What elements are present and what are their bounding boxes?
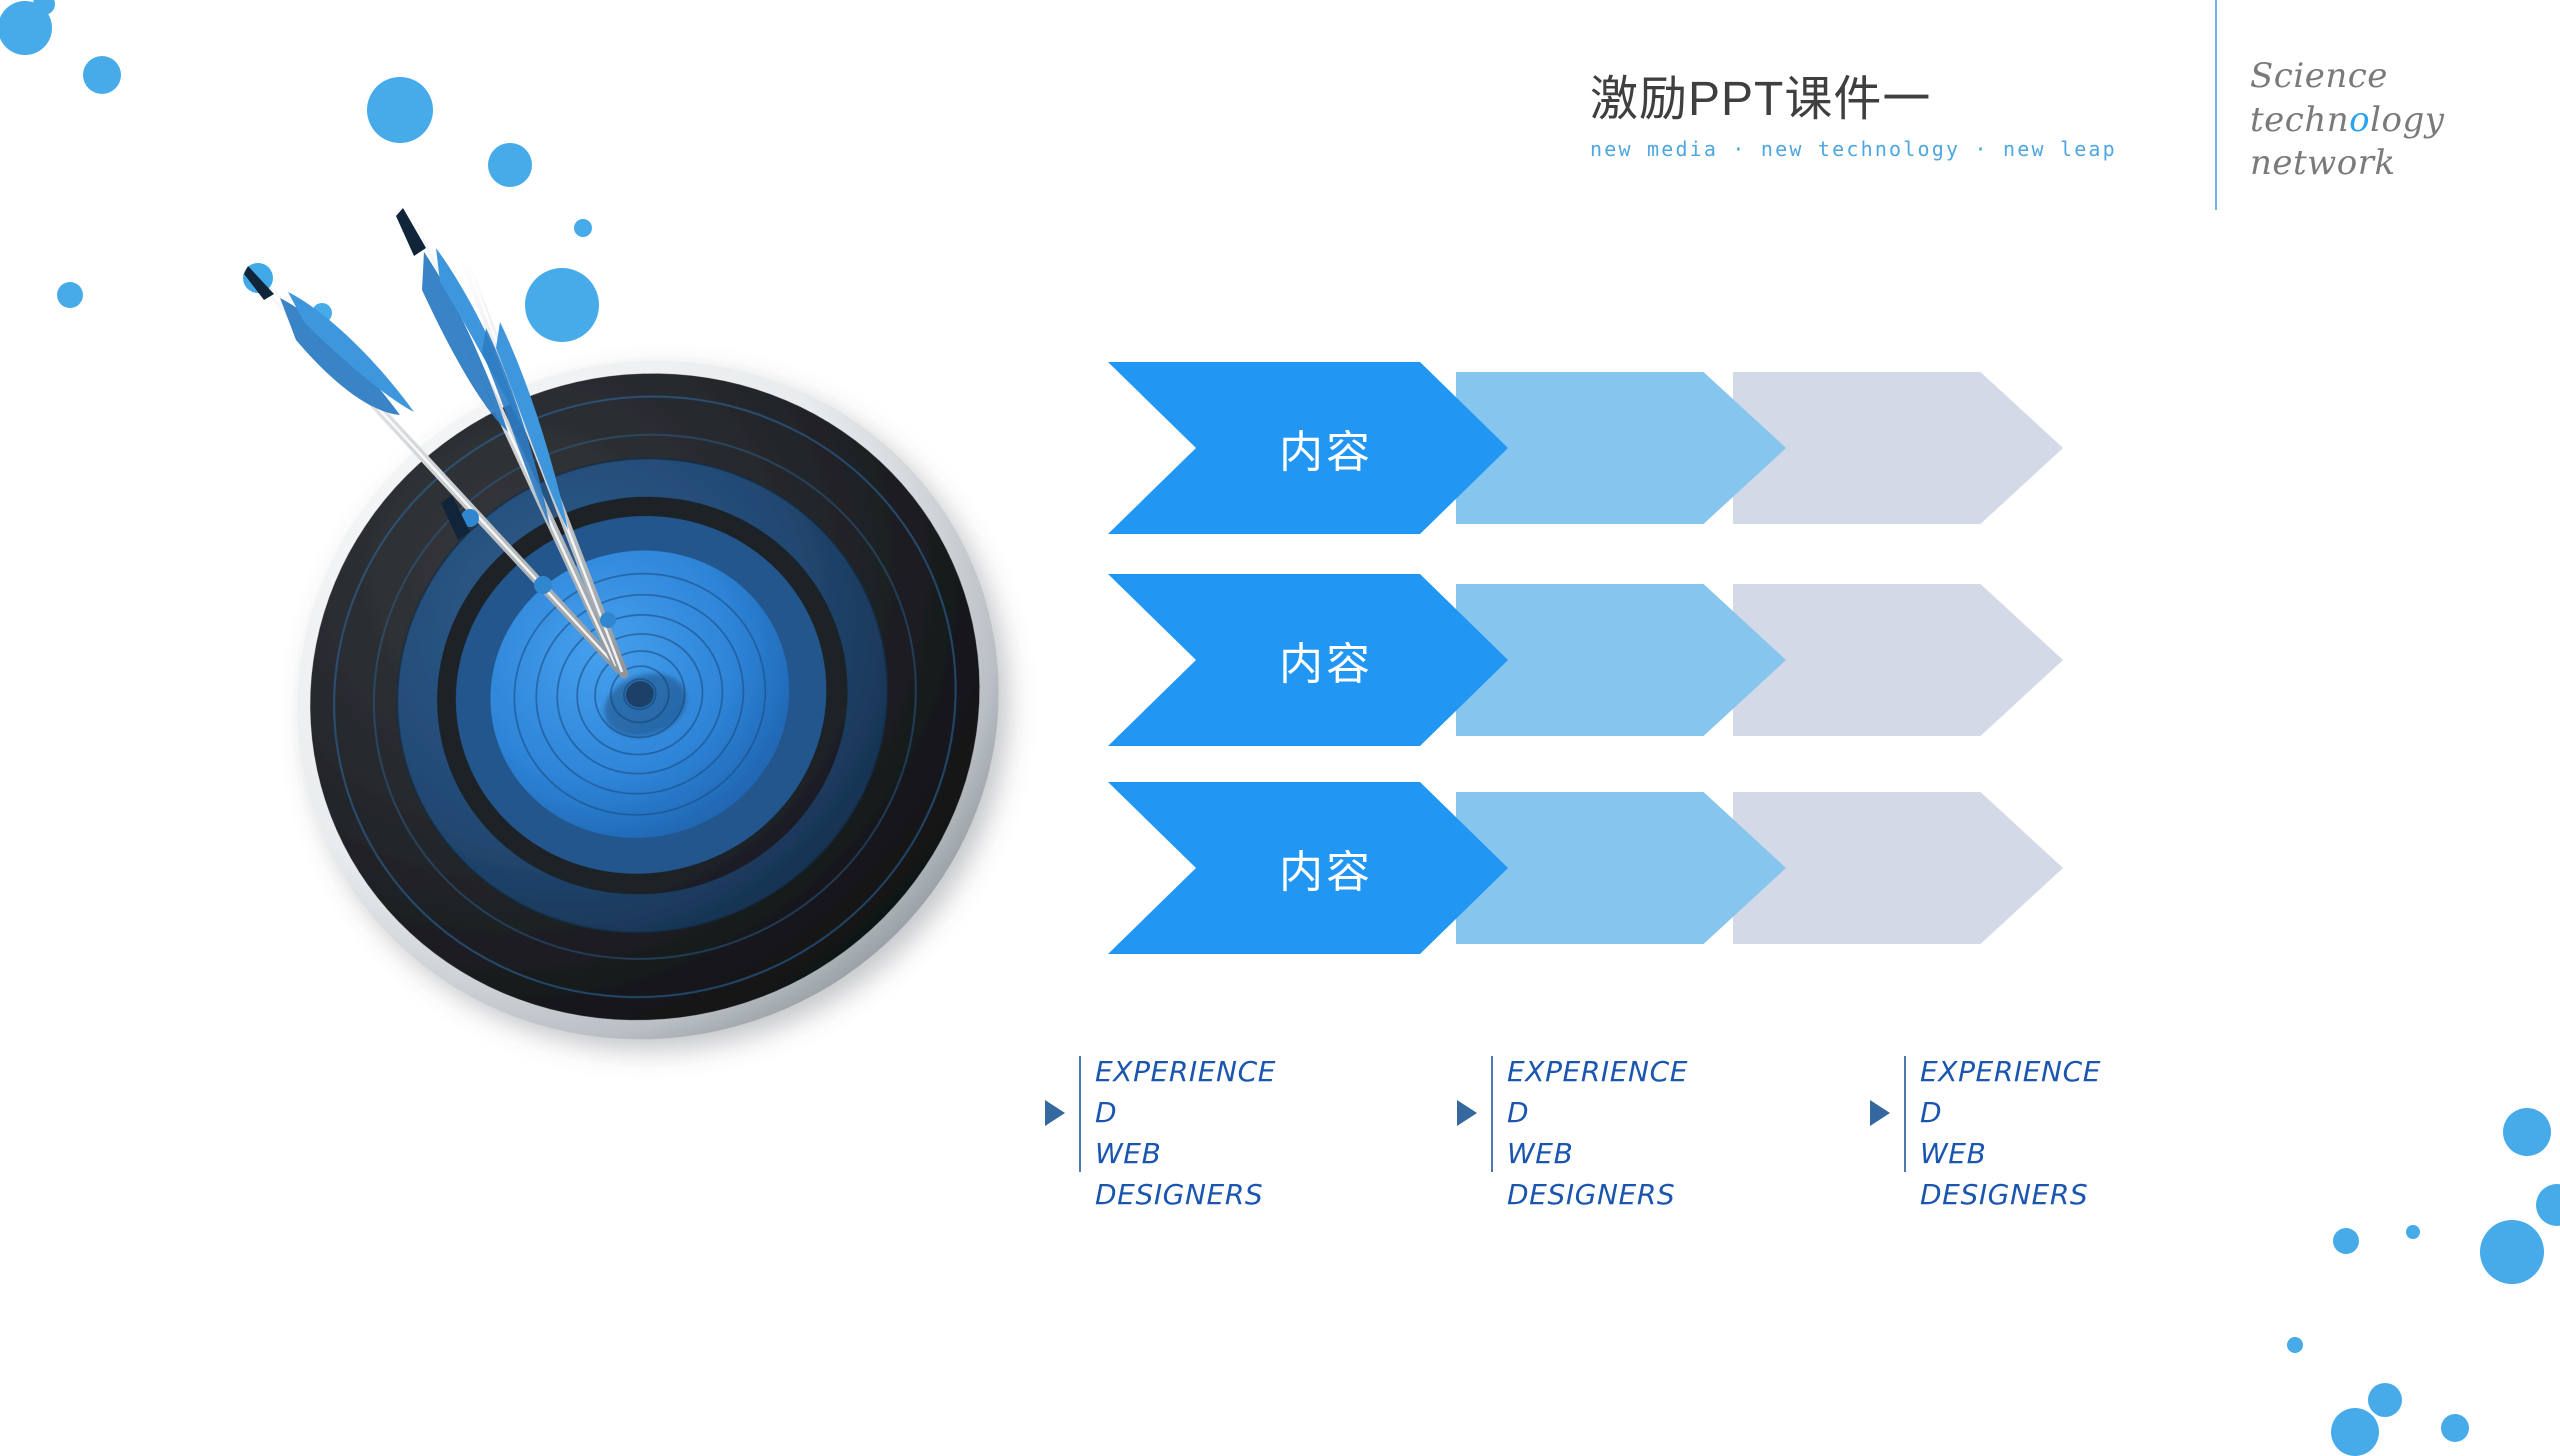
process-row: 内容 bbox=[1108, 574, 2308, 746]
brand-logo-accent-letter: o bbox=[2349, 99, 2371, 140]
header-title-group: 激励PPT课件一 new media · new technology · ne… bbox=[1590, 72, 2170, 161]
caption-text: EXPERIENCE D WEB DESIGNERS bbox=[1920, 1055, 2102, 1211]
decorative-bubble bbox=[2536, 1184, 2560, 1226]
brand-logo-line-2-post: logy bbox=[2370, 99, 2445, 140]
caption-column: EXPERIENCE D WEB DESIGNERS bbox=[1457, 1052, 1757, 1216]
decorative-bubble bbox=[488, 143, 532, 187]
decorative-bubble bbox=[2480, 1220, 2544, 1284]
archery-target-illustration bbox=[200, 200, 1100, 1120]
triangle-bullet-icon bbox=[1870, 1100, 1890, 1126]
chevron-stage-3[interactable] bbox=[1733, 372, 2063, 524]
decorative-bubble bbox=[2287, 1337, 2303, 1353]
arrow-left bbox=[243, 263, 625, 675]
chevron-stage-2[interactable] bbox=[1456, 372, 1786, 524]
slide-header: 激励PPT课件一 new media · new technology · ne… bbox=[1590, 0, 2490, 220]
brand-logo-line-2-pre: techn bbox=[2250, 99, 2350, 140]
decorative-bubble bbox=[57, 282, 83, 308]
chevron-stage-1[interactable] bbox=[1108, 362, 1508, 534]
page-subtitle: new media · new technology · new leap bbox=[1590, 137, 2117, 162]
caption-rule bbox=[1079, 1056, 1081, 1172]
decorative-bubble bbox=[0, 1, 52, 55]
decorative-bubble bbox=[2368, 1383, 2402, 1417]
process-row: 内容 bbox=[1108, 782, 2308, 954]
caption-text: EXPERIENCE D WEB DESIGNERS bbox=[1095, 1055, 1277, 1211]
decorative-bubble bbox=[33, 0, 55, 15]
caption-columns: EXPERIENCE D WEB DESIGNERS EXPERIENCE D … bbox=[1045, 1052, 2245, 1252]
process-chevron-block: 内容 内容 内容 bbox=[1108, 362, 2308, 982]
caption-column: EXPERIENCE D WEB DESIGNERS bbox=[1045, 1052, 1345, 1216]
chevron-stage-1[interactable] bbox=[1108, 574, 1508, 746]
chevron-stage-1[interactable] bbox=[1108, 782, 1508, 954]
brand-logo: Science technology network bbox=[2250, 55, 2444, 186]
caption-rule bbox=[1491, 1056, 1493, 1172]
decorative-bubble bbox=[2333, 1228, 2359, 1254]
process-row: 内容 bbox=[1108, 362, 2308, 534]
decorative-bubble bbox=[2503, 1108, 2551, 1156]
brand-logo-line-3: network bbox=[2250, 143, 2396, 184]
target-svg bbox=[243, 208, 999, 1040]
brand-logo-line-1: Science bbox=[2250, 56, 2388, 96]
page-title: 激励PPT课件一 bbox=[1590, 73, 1932, 126]
caption-rule bbox=[1904, 1056, 1906, 1172]
decorative-bubble bbox=[2441, 1414, 2469, 1442]
brand-logo-line-2: technology bbox=[2250, 99, 2444, 143]
caption-text: EXPERIENCE D WEB DESIGNERS bbox=[1507, 1055, 1689, 1211]
decorative-bubble bbox=[2331, 1408, 2379, 1456]
header-divider bbox=[2215, 0, 2217, 210]
arrow-right bbox=[463, 265, 629, 679]
decorative-bubble bbox=[2406, 1225, 2420, 1239]
triangle-bullet-icon bbox=[1457, 1100, 1477, 1126]
decorative-bubble bbox=[83, 56, 121, 94]
caption-column: EXPERIENCE D WEB DESIGNERS bbox=[1870, 1052, 2170, 1216]
triangle-bullet-icon bbox=[1045, 1100, 1065, 1126]
decorative-bubble bbox=[367, 77, 433, 143]
